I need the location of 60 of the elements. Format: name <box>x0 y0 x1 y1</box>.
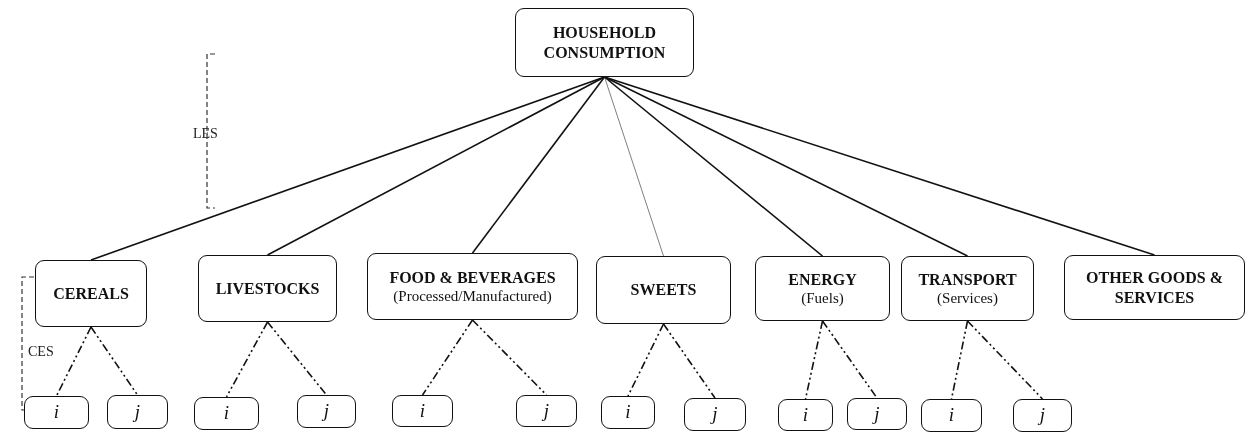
variable-label: j <box>874 402 880 426</box>
variable-label: i <box>419 399 426 423</box>
dash-dot-line <box>266 321 328 396</box>
category-title: SWEETS <box>630 280 697 300</box>
category-title: FOOD & BEVERAGES <box>389 267 556 288</box>
leaf-box <box>684 398 746 431</box>
leaf-box <box>194 397 259 430</box>
variable-label: i <box>223 402 230 425</box>
category-title: HOUSEHOLD CONSUMPTION <box>542 23 667 62</box>
connector-line <box>266 76 606 256</box>
category-box <box>198 255 337 322</box>
dash-dot-line <box>225 321 269 398</box>
variable-label: j <box>323 400 330 423</box>
leaf-box <box>24 396 89 429</box>
variable-label: i <box>53 401 60 424</box>
connector-line <box>471 76 606 254</box>
connector-line <box>603 76 824 257</box>
category-box <box>596 256 731 324</box>
leaf-box <box>1013 399 1072 432</box>
category-title: LIVESTOCKS <box>215 278 320 299</box>
dash-dot-line <box>821 320 878 399</box>
variable-label: j <box>134 400 141 424</box>
dash-dot-line <box>966 320 1044 400</box>
connector-line <box>603 76 969 257</box>
category-box <box>367 253 578 320</box>
dash-dot-line <box>471 319 548 396</box>
dash-dot-line <box>55 326 92 397</box>
dash-dot-line <box>662 323 716 399</box>
category-box <box>755 256 890 321</box>
variable-label: j <box>543 399 550 423</box>
subtitle: (Fuels) <box>801 289 844 308</box>
connector-line <box>604 76 664 257</box>
dash-dot-line <box>90 326 139 396</box>
variable-label: i <box>802 403 809 427</box>
dash-dot-line <box>627 323 665 397</box>
leaf-box <box>921 399 982 432</box>
subtitle: (Services) <box>937 289 998 308</box>
category-title: OTHER GOODS & SERVICES <box>1085 268 1224 307</box>
leaf-box <box>297 395 356 428</box>
category-box <box>901 256 1034 321</box>
category-title: ENERGY <box>788 269 857 290</box>
leaf-box <box>392 395 453 427</box>
category-box <box>35 260 147 327</box>
variable-label: i <box>948 404 955 427</box>
variable-label: i <box>625 401 631 424</box>
category-title: TRANSPORT <box>918 269 1017 290</box>
variable-label: j <box>712 403 718 426</box>
subtitle: (Processed/Manufactured) <box>393 287 552 306</box>
dash-dot-line <box>421 319 474 396</box>
leaf-box <box>516 395 577 427</box>
leaf-box <box>847 398 907 430</box>
bracket-label: LES <box>193 126 218 142</box>
leaf-box <box>107 395 168 429</box>
leaf-box <box>601 396 655 429</box>
leaf-box <box>778 399 833 431</box>
bracket-label: CES <box>28 344 54 360</box>
category-title: CEREALS <box>53 283 129 304</box>
category-box <box>1064 255 1245 320</box>
root-box <box>515 8 694 77</box>
variable-label: j <box>1039 404 1046 427</box>
